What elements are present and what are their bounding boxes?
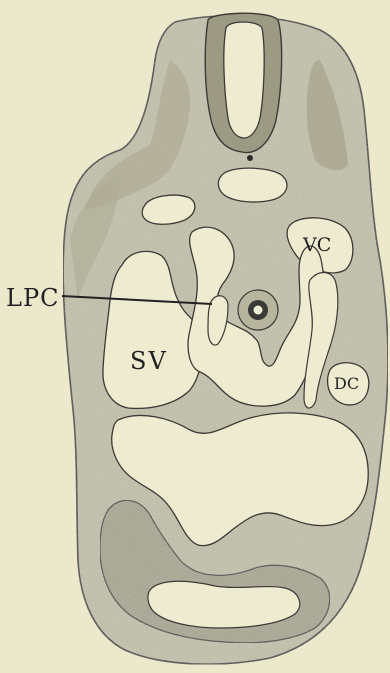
label-dc: DC: [334, 374, 359, 393]
lower-cavity: [148, 581, 300, 628]
dorsal-vessel-center: [218, 168, 287, 202]
notochord-dot: [247, 155, 253, 161]
neural-tube-lumen: [224, 22, 264, 138]
heart-tube-lumen-inner: [254, 306, 263, 315]
label-lpc: LPC: [6, 284, 59, 312]
label-sv: SV: [130, 347, 168, 375]
label-vc: VC: [302, 234, 331, 256]
